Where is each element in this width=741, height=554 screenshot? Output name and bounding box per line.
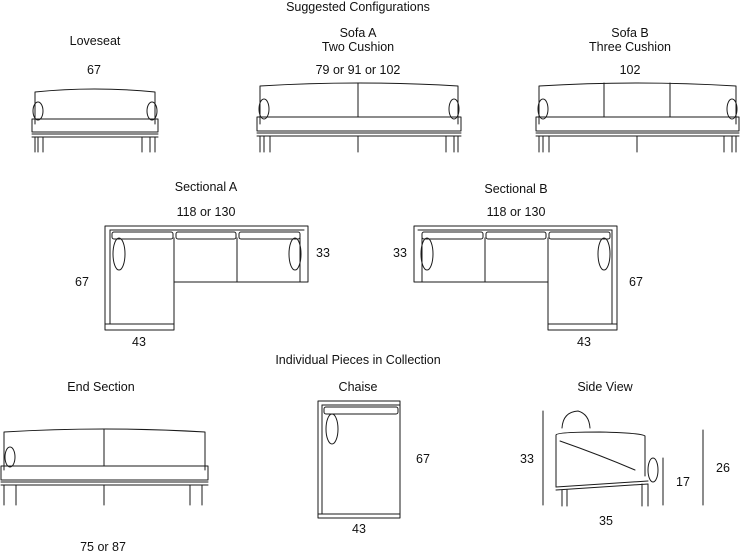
sectional-b-top-view — [414, 226, 617, 330]
sectional-a-depth-label: 33 — [316, 246, 330, 260]
end-section-front-view — [1, 429, 208, 505]
sectional-a-length-label: 67 — [75, 275, 89, 289]
sectional-b-width-label: 118 or 130 — [486, 205, 546, 219]
side-view-arm-height-label: 26 — [716, 461, 730, 475]
sofa-a-title: Sofa A — [339, 26, 377, 40]
sectional-b-chaise-width-label: 43 — [577, 335, 591, 349]
sofa-a-front-view — [257, 83, 461, 152]
sectional-a-top-view — [105, 226, 308, 330]
side-view-seat-height-label: 17 — [676, 475, 690, 489]
heading-suggested-configurations: Suggested Configurations — [286, 0, 430, 14]
loveseat-width-label: 67 — [87, 63, 101, 77]
chaise-top-view — [318, 401, 400, 518]
side-view-depth-label: 35 — [599, 514, 613, 528]
loveseat-front-view — [32, 89, 158, 152]
chaise-title: Chaise — [338, 380, 378, 394]
sectional-a-title: Sectional A — [174, 180, 238, 194]
heading-individual-pieces: Individual Pieces in Collection — [275, 353, 441, 367]
sofa-b-subtitle: Three Cushion — [589, 40, 671, 54]
sofa-a-width-label: 79 or 91 or 102 — [315, 63, 401, 77]
end-section-width-label: 75 or 87 — [80, 540, 126, 554]
chaise-width-label: 43 — [352, 522, 366, 536]
sectional-b-title: Sectional B — [484, 182, 548, 196]
side-view-drawing — [543, 411, 703, 506]
sectional-a-chaise-width-label: 43 — [132, 335, 146, 349]
sectional-b-length-label: 67 — [629, 275, 643, 289]
sofa-b-title: Sofa B — [611, 26, 649, 40]
sofa-a-subtitle: Two Cushion — [321, 40, 395, 54]
sectional-b-depth-label: 33 — [393, 246, 407, 260]
loveseat-title: Loveseat — [69, 34, 121, 48]
end-section-title: End Section — [67, 380, 135, 394]
sofa-b-width-label: 102 — [619, 63, 641, 77]
chaise-length-label: 67 — [416, 452, 430, 466]
sectional-a-width-label: 118 or 130 — [176, 205, 236, 219]
side-view-title: Side View — [577, 380, 633, 394]
side-view-height-label: 33 — [520, 452, 534, 466]
sofa-b-front-view — [536, 83, 739, 152]
